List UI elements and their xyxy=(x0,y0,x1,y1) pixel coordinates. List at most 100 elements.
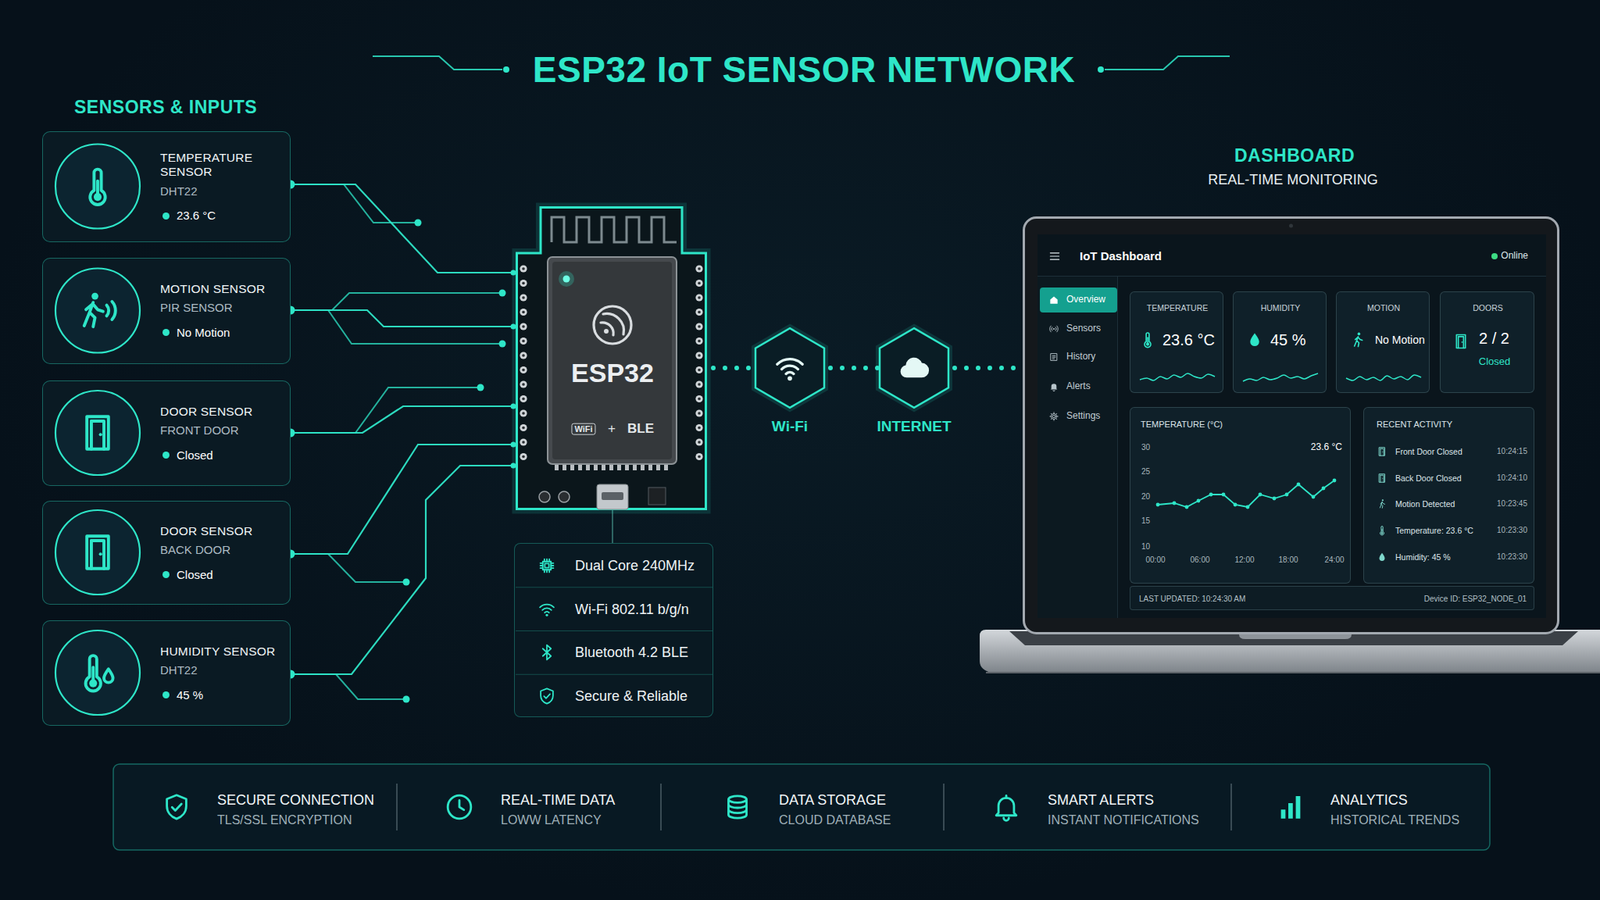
thermo-icon xyxy=(1144,332,1151,348)
header-pin xyxy=(695,395,703,403)
nav-item: History xyxy=(1066,351,1096,363)
header-pin xyxy=(695,293,703,301)
feature-separator xyxy=(1230,783,1233,831)
text-row: No Motion xyxy=(160,325,287,340)
text-row: Closed xyxy=(160,567,287,583)
nav-highlight xyxy=(1039,287,1118,313)
temperature-line xyxy=(1157,480,1335,508)
header-pin xyxy=(695,337,703,345)
status-led xyxy=(563,275,571,283)
pcb-trace xyxy=(290,387,481,433)
esp32-board: ESP32WiFi+BLE xyxy=(515,206,708,511)
motion-icon-part xyxy=(91,292,99,300)
current-value: 23.6 °C xyxy=(1310,442,1343,454)
door-icon-part xyxy=(91,540,104,569)
humid-icon-part xyxy=(85,655,101,691)
header-pin xyxy=(519,264,527,272)
pcb-trace xyxy=(290,292,503,311)
text-column: MOTION SENSORPIR SENSORNo Motion xyxy=(160,258,287,364)
badge-text: BLE xyxy=(627,421,654,437)
clock-icon xyxy=(447,795,472,819)
title-ornament xyxy=(1097,66,1104,73)
bellf-icon xyxy=(1050,383,1058,392)
chip-icon-part xyxy=(540,559,554,573)
thermo-icon-part xyxy=(89,169,105,205)
feature-item: DATA STORAGECLOUD DATABASE xyxy=(712,773,938,841)
sensor-reading: 45 % xyxy=(176,688,204,703)
card-value: 23.6 °C xyxy=(1162,331,1215,350)
text-row: TEMPERATURE SENSOR xyxy=(160,150,287,180)
motion-icon xyxy=(84,292,116,327)
header-pin xyxy=(695,264,703,272)
door-icon-part xyxy=(89,540,93,569)
status-dot xyxy=(162,212,170,220)
header-pin xyxy=(697,382,701,386)
header-pin xyxy=(697,310,701,315)
module-pad xyxy=(585,464,590,471)
axis-tick: 00:00 xyxy=(1145,555,1165,565)
usb-connector xyxy=(601,492,624,500)
activity-time: 10:23:30 xyxy=(1496,525,1528,536)
chip-icon xyxy=(540,559,554,573)
chip-name: ESP32 xyxy=(571,357,654,389)
axis-tick: 15 xyxy=(1141,516,1150,526)
feature-title: REAL-TIME DATA xyxy=(500,792,615,809)
spec-panel: Dual Core 240MHzWi-Fi 802.11 b/g/nBlueto… xyxy=(514,542,714,718)
status-bar: LAST UPDATED: 10:24:30 AMDevice ID: ESP3… xyxy=(1129,585,1535,611)
walk-icon xyxy=(1354,332,1363,347)
panel-title: RECENT ACTIVITY xyxy=(1376,419,1453,430)
card-label: MOTION xyxy=(1367,303,1400,313)
db-icon-part xyxy=(728,796,747,818)
data-point xyxy=(1196,499,1201,504)
walk-icon xyxy=(1379,499,1385,508)
thermo-icon-part xyxy=(1380,525,1385,535)
thermo-icon-part xyxy=(1144,332,1151,348)
text-row: 23.6 °C xyxy=(160,208,287,223)
pcb-trace xyxy=(290,406,516,433)
header-pin xyxy=(697,325,701,329)
data-point xyxy=(1209,492,1214,497)
humid-icon-part xyxy=(91,667,95,680)
hexagon-label: Wi-Fi xyxy=(771,417,808,436)
espressif-logo-part xyxy=(603,328,609,334)
icon-ring xyxy=(55,510,140,595)
icon-ring xyxy=(55,144,140,229)
stat-card: TEMPERATURE23.6 °C xyxy=(1129,291,1224,393)
online-dot xyxy=(1491,253,1498,260)
text-column: DOOR SENSORBACK DOORClosed xyxy=(160,501,287,604)
menu-icon xyxy=(1050,253,1059,260)
menu-icon-part xyxy=(1050,253,1059,260)
spec-row: Bluetooth 4.2 BLE xyxy=(575,644,689,661)
header-pin xyxy=(695,322,703,330)
app-title: IoT Dashboard xyxy=(1079,249,1162,263)
feature-bar xyxy=(113,764,1490,850)
hexagon-shape xyxy=(755,328,825,408)
sidebar xyxy=(1037,276,1118,618)
header-pin xyxy=(521,368,525,372)
feature-item: SMART ALERTSINSTANT NOTIFICATIONS xyxy=(981,773,1225,841)
pcb-trace xyxy=(290,184,516,273)
pcb-trace xyxy=(290,310,516,327)
sensor-reading: Closed xyxy=(176,448,214,463)
module-pad xyxy=(664,464,668,471)
feature-separator xyxy=(660,783,662,831)
header-pin xyxy=(519,351,527,359)
header-pin xyxy=(697,296,701,300)
header-rule xyxy=(1037,275,1547,277)
sensor-reading: No Motion xyxy=(176,325,230,340)
shield-icon-part xyxy=(543,693,550,698)
card-status: Closed xyxy=(1478,356,1511,368)
door-icon-part xyxy=(1379,448,1381,456)
pcb-trace xyxy=(290,184,418,223)
title-ornament xyxy=(1104,56,1230,70)
data-point xyxy=(1321,486,1326,491)
activity-time: 10:23:45 xyxy=(1496,499,1528,509)
header-pin xyxy=(519,366,527,374)
header-pin xyxy=(521,282,525,286)
cloud-icon xyxy=(900,357,929,379)
pcb-trace xyxy=(290,674,407,700)
wifi-icon xyxy=(539,604,554,617)
humid-icon-part xyxy=(103,668,114,683)
text-row: PIR SENSOR xyxy=(160,300,287,315)
header-pin xyxy=(521,426,525,430)
